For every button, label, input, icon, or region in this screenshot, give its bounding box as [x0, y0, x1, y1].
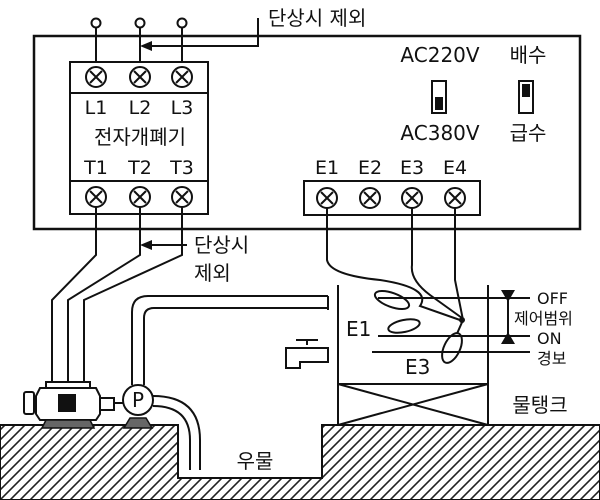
- pump-symbol: P: [132, 388, 144, 412]
- pump-icon: [122, 384, 154, 429]
- mode-selector-switch[interactable]: [518, 80, 534, 114]
- electrode-screws: [316, 187, 466, 209]
- electrode-probes: [373, 289, 463, 364]
- label-ac220v: AC220V: [400, 43, 479, 67]
- level-alarm: 경보: [537, 349, 566, 368]
- terminal-L2: L2: [129, 97, 152, 119]
- terminal-L3: L3: [171, 97, 194, 119]
- level-off: OFF: [537, 289, 568, 308]
- terminal-E1: E1: [315, 157, 339, 179]
- note-bottom-line1: 단상시: [194, 233, 249, 257]
- terminal-T1: T1: [83, 157, 108, 179]
- terminal-L1: L1: [85, 97, 108, 119]
- note-bottom-line2: 제외: [194, 261, 231, 285]
- range-arrow-bottom: [501, 332, 515, 344]
- electrode-label-E1: E1: [346, 317, 371, 341]
- tank-label: 물탱크: [512, 393, 567, 417]
- terminal-T3: T3: [169, 157, 194, 179]
- terminal-E3: E3: [400, 157, 424, 179]
- level-on: ON: [537, 329, 562, 348]
- arrowhead-top: [140, 41, 152, 51]
- contactor-top-screws: [85, 66, 193, 88]
- contactor-bottom-screws: [85, 186, 193, 208]
- note-arrow-top: [147, 18, 259, 47]
- level-lines: [372, 297, 530, 353]
- electrode-junction: [459, 317, 465, 323]
- terminal-E4: E4: [443, 157, 467, 179]
- suction-pipe: [152, 395, 201, 470]
- level-range: 제어범위: [514, 309, 573, 328]
- label-supply: 급수: [510, 121, 547, 145]
- terminal-E2: E2: [358, 157, 382, 179]
- water-tank: [337, 285, 489, 426]
- label-drain: 배수: [510, 43, 547, 67]
- electrode-label-E3: E3: [405, 355, 430, 379]
- faucet-icon: [285, 339, 329, 369]
- note-top: 단상시 제외: [268, 6, 366, 30]
- contactor-name: 전자개폐기: [94, 125, 186, 149]
- power-input-wires: [90, 17, 188, 62]
- well-label: 우물: [237, 449, 274, 473]
- range-arrow-top: [501, 290, 515, 302]
- voltage-selector-switch[interactable]: [431, 80, 447, 114]
- arrowhead-bottom: [140, 240, 152, 250]
- label-ac380v: AC380V: [400, 121, 479, 145]
- ground: [0, 424, 600, 500]
- motor-icon: [23, 381, 115, 429]
- terminal-T2: T2: [127, 157, 152, 179]
- motor-wires: [51, 207, 183, 385]
- discharge-pipe: [131, 295, 329, 385]
